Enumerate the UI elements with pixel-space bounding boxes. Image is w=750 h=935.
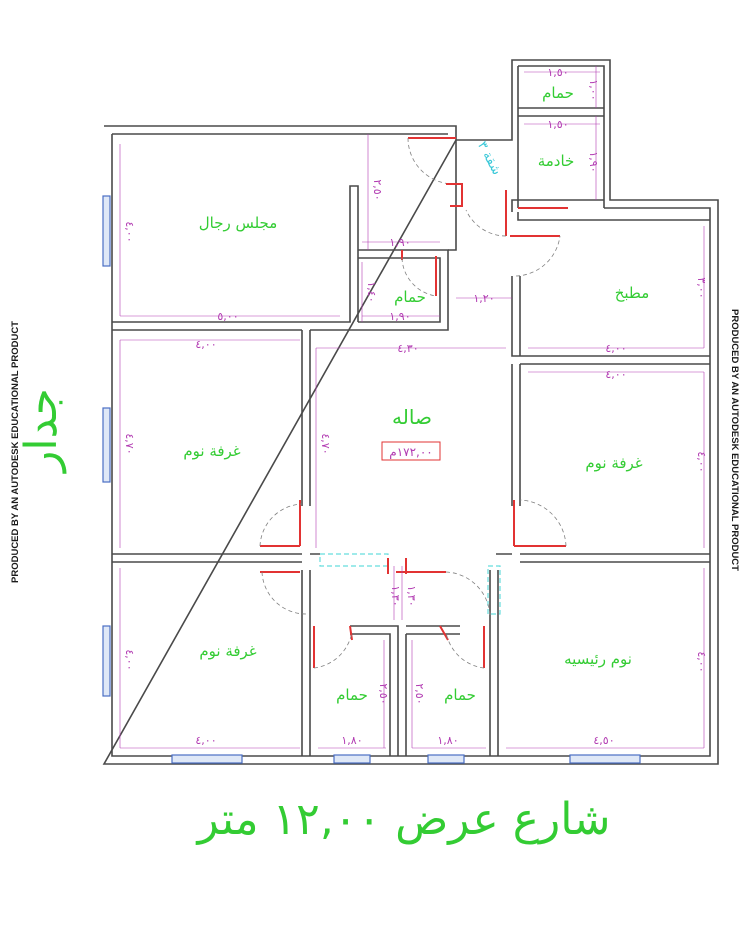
label-maid: خادمة	[538, 152, 575, 170]
dim-bed-right-h: ٤,٠٠	[695, 451, 708, 472]
dim-bed-left-w: ٤,٠٠	[195, 338, 216, 351]
hall-area: ١٧٢,٠٠م	[389, 445, 432, 459]
room-labels: مجلس رجال حمام حمام خادمة مطبخ صاله ١٧٢,…	[183, 84, 649, 704]
label-master-bedroom: نوم رئيسيه	[564, 650, 632, 668]
label-hall: صاله	[392, 405, 432, 429]
label-men-majlis: مجلس رجال	[199, 214, 278, 232]
window-master	[569, 754, 641, 764]
walls	[102, 59, 719, 765]
window-majlis	[102, 195, 111, 267]
window-bedroom-bottom-left	[102, 625, 111, 697]
dim-master-w: ٤,٥٠	[593, 734, 614, 747]
window-bath-2	[427, 754, 465, 764]
area-box	[381, 441, 441, 461]
label-bedroom-bottom-left: غرفة نوم	[199, 642, 256, 660]
watermark-left: PRODUCED BY AN AUTODESK EDUCATIONAL PROD…	[10, 321, 21, 583]
dim-lobby-1: ١,٣٠	[389, 585, 402, 606]
window-bath-1	[333, 754, 371, 764]
label-apartment: شقة ٣	[474, 139, 504, 177]
dim-master-h: ٤,٠٠	[695, 651, 708, 672]
dim-bath-small-w: ١,٩٠	[389, 310, 410, 323]
dim-maid-w: ١,٥٠	[547, 118, 568, 131]
dim-maid-h: ١,٩٠	[587, 151, 600, 172]
dim-bed-bl-w: ٤,٠٠	[195, 734, 216, 747]
dim-bath-b1-h: ٢,٥٠	[377, 683, 390, 704]
dim-bed-bl-h: ٤,٠٠	[123, 649, 136, 670]
dim-annex-bath-h: ١,٠٠	[587, 79, 600, 100]
dim-bath-b2-h: ٢,٥٠	[413, 683, 426, 704]
dim-majlis-h: ٤,٠٠	[123, 221, 136, 242]
label-bedroom-right: غرفة نوم	[585, 454, 642, 472]
windows	[102, 195, 641, 764]
dim-bath-b2-w: ١,٨٠	[437, 734, 458, 747]
dim-corridor-h: ٢,٥٠	[371, 179, 384, 200]
doors	[259, 137, 568, 669]
dimension-lines	[119, 66, 705, 749]
label-bath-small: حمام	[394, 288, 426, 306]
dim-passage: ١,٢٠	[473, 292, 494, 305]
label-bath-bottom-1: حمام	[336, 686, 368, 704]
label-kitchen: مطبخ	[615, 284, 650, 302]
label-bath-bottom-2: حمام	[444, 686, 476, 704]
dim-bed-left-h: ٤,٧٠	[123, 433, 136, 454]
dim-hall-w: ٤,٣٠	[397, 342, 418, 355]
window-bedroom-left	[102, 407, 111, 483]
dim-bed-right-w: ٤,٠٠	[605, 368, 626, 381]
dim-lobby-2: ١,٣٠	[405, 585, 418, 606]
dim-corridor-w: ١,٩٠	[389, 236, 410, 249]
dimension-text: ١,٥٠ ١,٠٠ ١,٥٠ ١,٩٠ ٥,٠٠ ٤,٠٠ ٢,٥٠ ١,٩٠ …	[123, 66, 708, 747]
label-north-wall: جدار	[16, 388, 67, 474]
dim-kitchen-w: ٤,٠٠	[605, 342, 626, 355]
dim-hall-h: ٤,٧٠	[319, 433, 332, 454]
dim-bath-small-h: ١,٤٠	[365, 281, 378, 302]
dim-kitchen-h: ٣,٠٠	[695, 277, 708, 298]
window-bottom-1	[171, 754, 243, 764]
label-street: شارع عرض ١٢,٠٠ متر	[195, 794, 610, 845]
dim-bath-b1-w: ١,٨٠	[341, 734, 362, 747]
label-bath-annex: حمام	[542, 84, 574, 102]
watermark-right: PRODUCED BY AN AUTODESK EDUCATIONAL PROD…	[729, 309, 740, 571]
dim-majlis-w: ٥,٠٠	[217, 310, 238, 323]
label-bedroom-left: غرفة نوم	[183, 442, 240, 460]
dim-annex-bath-w: ١,٥٠	[547, 66, 568, 79]
